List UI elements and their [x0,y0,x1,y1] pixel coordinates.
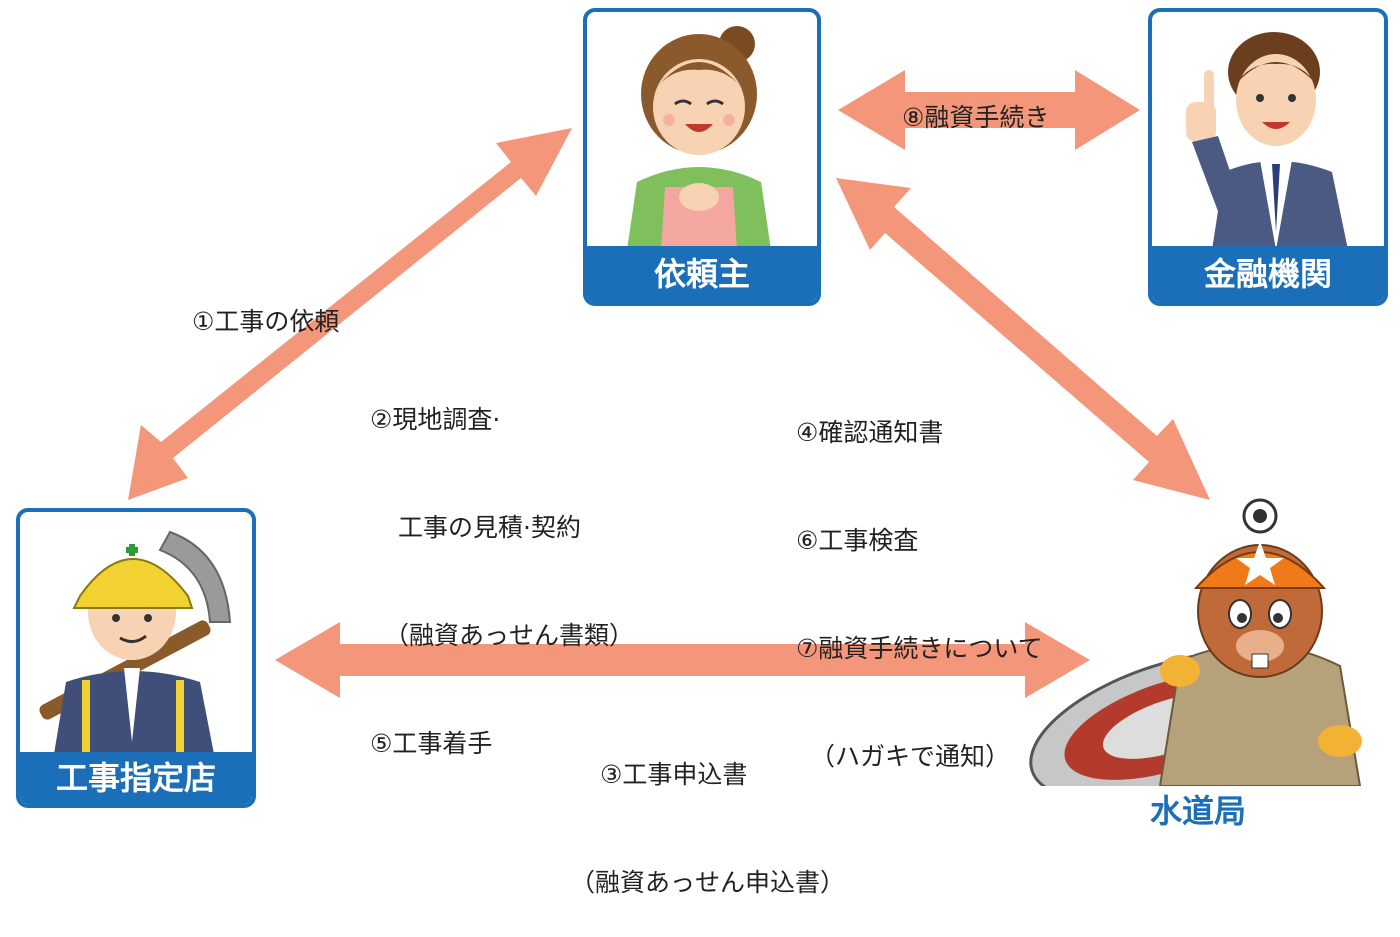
bank-card: 金融機関 [1148,8,1388,306]
text-line: ④確認通知書 [796,418,944,447]
arrow-client-bureau [836,178,1210,500]
edge-label-construction-request: ①工事の依頼 [192,232,339,376]
text-line: （融資あっせん申込書） [570,868,846,897]
contractor-label: 工事指定店 [20,752,252,804]
arrow-client-bank [838,70,1140,150]
arrow-contractor-bureau [275,622,1090,698]
edge-label-confirmation-notice: ④確認通知書 ⑥工事検査 ⑦融資手続きについて （ハガキで通知） [796,343,1043,811]
text-line: ③工事申込書 [600,760,748,789]
beaver-mascot-in-manhole-icon [1010,496,1400,802]
text-line: ⑤工事着手 [370,729,493,758]
text-line: ①工事の依頼 [192,307,340,336]
arrows-layer [128,70,1210,698]
edge-label-survey-contract: ②現地調査· 工事の見積·契約 （融資あっせん書類） ⑤工事着手 [370,330,634,798]
woman-in-apron-icon [587,12,817,250]
edge-label-financing-procedure: ⑧融資手続き [902,28,1049,172]
text-line: ⑧融資手続き [902,103,1050,132]
text-line: （ハガキで通知） [810,742,1011,771]
client-label: 依頼主 [587,246,817,302]
client-card: 依頼主 [583,8,821,306]
edge-label-construction-application: ③工事申込書 （融資あっせん申込書） [570,685,845,937]
bureau-label: 水道局 [1150,792,1247,830]
text-line: ⑦融資手続きについて [796,634,1043,663]
businessman-pointing-icon [1152,12,1384,250]
text-line: ⑥工事検査 [796,526,919,555]
text-line: ②現地調査· [370,405,501,434]
construction-worker-with-pickaxe-icon [20,512,252,754]
contractor-card: 工事指定店 [16,508,256,808]
text-line: （融資あっせん書類） [384,621,635,650]
arrow-client-contractor [128,128,572,500]
bank-label: 金融機関 [1152,246,1384,302]
text-line: 工事の見積·契約 [398,513,581,542]
